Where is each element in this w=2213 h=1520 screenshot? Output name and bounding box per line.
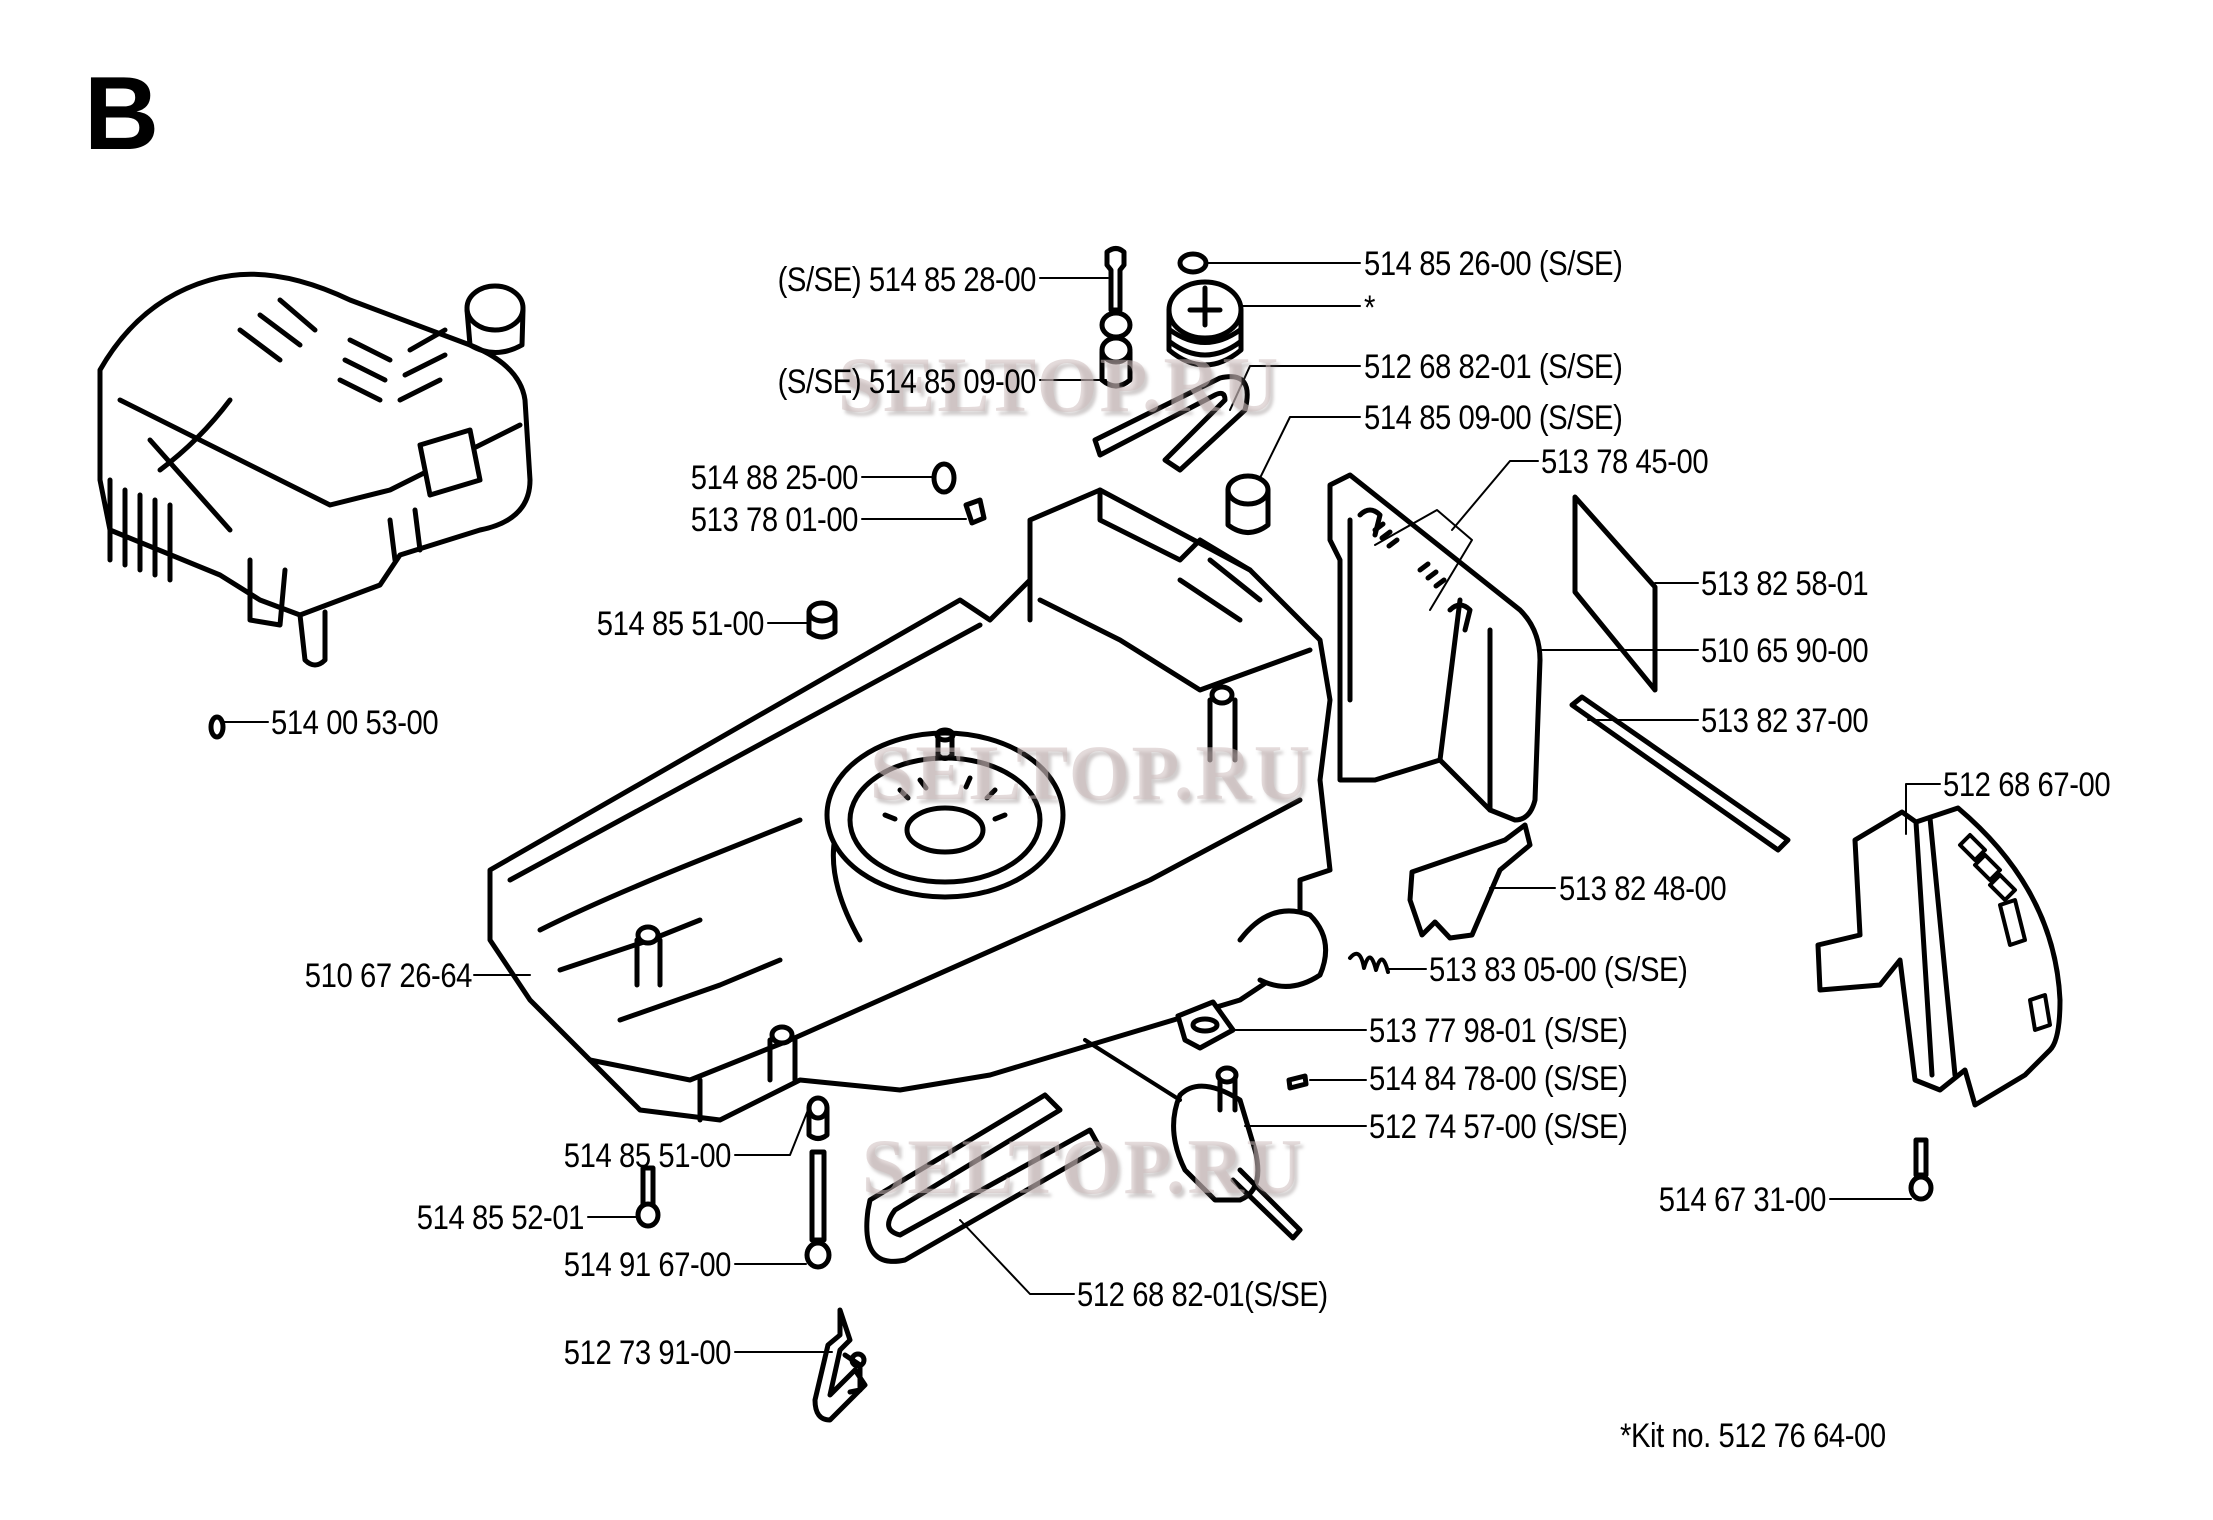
rear-flap-illustration	[1083, 472, 1791, 1241]
part-label: 513 82 37-00	[1701, 702, 1869, 740]
mower-deck-illustration	[487, 487, 1333, 1123]
part-label: 513 82 48-00	[1559, 870, 1727, 908]
engine-illustration	[97, 271, 533, 668]
part-label: 513 77 98-01 (S/SE)	[1369, 1012, 1628, 1050]
part-label: 513 83 05-00 (S/SE)	[1429, 951, 1688, 989]
part-label: 512 68 82-01(S/SE)	[1077, 1276, 1328, 1314]
part-label: 514 91 67-00	[563, 1246, 732, 1284]
part-label: *	[1364, 289, 1375, 327]
part-label: (S/SE) 514 85 09-00	[777, 363, 1037, 401]
part-label: 512 74 57-00 (S/SE)	[1369, 1108, 1628, 1146]
part-label: 512 68 67-00	[1943, 766, 2111, 804]
part-label: 514 88 25-00	[690, 459, 859, 497]
kit-footnote: *Kit no. 512 76 64-00	[1620, 1417, 1886, 1455]
part-label: 514 67 31-00	[1658, 1181, 1827, 1219]
part-label: 514 85 26-00 (S/SE)	[1364, 245, 1623, 283]
part-label: (S/SE) 514 85 28-00	[777, 261, 1037, 299]
belt-cover-illustration	[1815, 805, 2063, 1108]
part-label: 513 82 58-01	[1701, 565, 1869, 603]
part-label: 513 78 01-00	[690, 501, 859, 539]
section-letter: B	[84, 56, 160, 172]
bottom-hardware	[635, 1092, 1934, 1423]
part-label: 510 67 26-64	[304, 957, 473, 995]
part-label: 514 85 09-00 (S/SE)	[1364, 399, 1623, 437]
leader-lines	[222, 262, 1941, 1353]
part-label: 513 78 45-00	[1541, 443, 1709, 481]
part-label: 512 73 91-00	[563, 1334, 732, 1372]
part-label: 514 85 51-00	[596, 605, 765, 643]
part-label: 512 68 82-01 (S/SE)	[1364, 348, 1623, 386]
part-label: 514 00 53-00	[271, 704, 439, 742]
part-label: 510 65 90-00	[1701, 632, 1869, 670]
part-label: 514 85 51-00	[563, 1137, 732, 1175]
part-label: 514 85 52-01	[416, 1199, 585, 1237]
part-label: 514 84 78-00 (S/SE)	[1369, 1060, 1628, 1098]
